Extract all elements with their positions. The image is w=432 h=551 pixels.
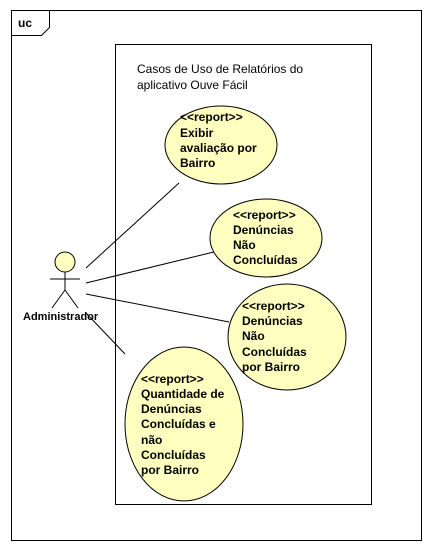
use-case-denuncias-por-bairro[interactable]: <<report>> Denúncias Não Concluídas por … <box>227 283 347 391</box>
uc1-line: avaliação por <box>180 141 257 155</box>
association-uc3 <box>85 293 230 323</box>
uc4-line: <<report>> <box>141 372 204 386</box>
system-boundary-title-line-1: Casos de Uso de Relatórios do <box>137 62 303 76</box>
use-case-denuncias-nao-concluidas[interactable]: <<report>> Denúncias Não Concluídas <box>209 198 323 278</box>
actor-head <box>54 251 76 273</box>
uc3-line: por Bairro <box>242 360 300 374</box>
uc4-line: não <box>141 433 162 447</box>
actor-left-leg <box>51 289 66 309</box>
uc4-line: Denúncias <box>141 402 202 416</box>
diagram-frame <box>11 10 422 541</box>
actor-label: Administrador <box>23 311 99 323</box>
association-uc4 <box>85 312 126 355</box>
uc2-line: Concluídas <box>233 253 298 267</box>
use-case-text: <<report>> Exibir avaliação por Bairro <box>180 110 260 170</box>
uc3-line: Não <box>242 329 265 343</box>
associations <box>85 182 230 355</box>
uc4-line: Quantidade de <box>141 387 225 401</box>
use-case-text: <<report>> Quantidade de Denúncias Concl… <box>141 372 228 477</box>
uc2-line: Denúncias <box>233 223 294 237</box>
actor-right-leg <box>64 289 79 309</box>
use-case-text: <<report>> Denúncias Não Concluídas por … <box>242 299 310 374</box>
frame-label-tab <box>11 10 50 36</box>
actor-administrador[interactable] <box>50 251 80 309</box>
use-case-text: <<report>> Denúncias Não Concluídas <box>233 208 299 267</box>
uc4-line: por Bairro <box>141 463 199 477</box>
system-boundary-title-line-2: aplicativo Ouve Fácil <box>137 78 248 92</box>
use-case-quantidade-denuncias[interactable]: <<report>> Quantidade de Denúncias Concl… <box>124 346 244 502</box>
uc2-line: Não <box>233 238 256 252</box>
association-uc2 <box>85 250 219 284</box>
use-case-exibir-avaliacao[interactable]: <<report>> Exibir avaliação por Bairro <box>164 105 278 185</box>
uc1-line: <<report>> <box>180 110 243 124</box>
uc3-line: <<report>> <box>242 299 305 313</box>
system-boundary-title: Casos de Uso de Relatórios do aplicativo… <box>137 62 306 92</box>
uc3-line: Denúncias <box>242 314 303 328</box>
use-case-ellipse <box>209 198 323 278</box>
uc1-line: Exibir <box>180 126 214 140</box>
uc4-line: Concluídas e <box>141 417 216 431</box>
use-case-ellipse <box>227 283 347 391</box>
use-case-ellipse <box>124 346 244 502</box>
uc1-line: Bairro <box>180 156 215 170</box>
use-case-ellipse <box>164 105 278 185</box>
uc2-line: <<report>> <box>233 208 296 222</box>
system-boundary <box>115 44 372 505</box>
uc4-line: Concluídas <box>141 448 206 462</box>
frame-label: uc <box>18 16 32 30</box>
association-uc1 <box>85 182 180 269</box>
uc3-line: Concluídas <box>242 345 307 359</box>
